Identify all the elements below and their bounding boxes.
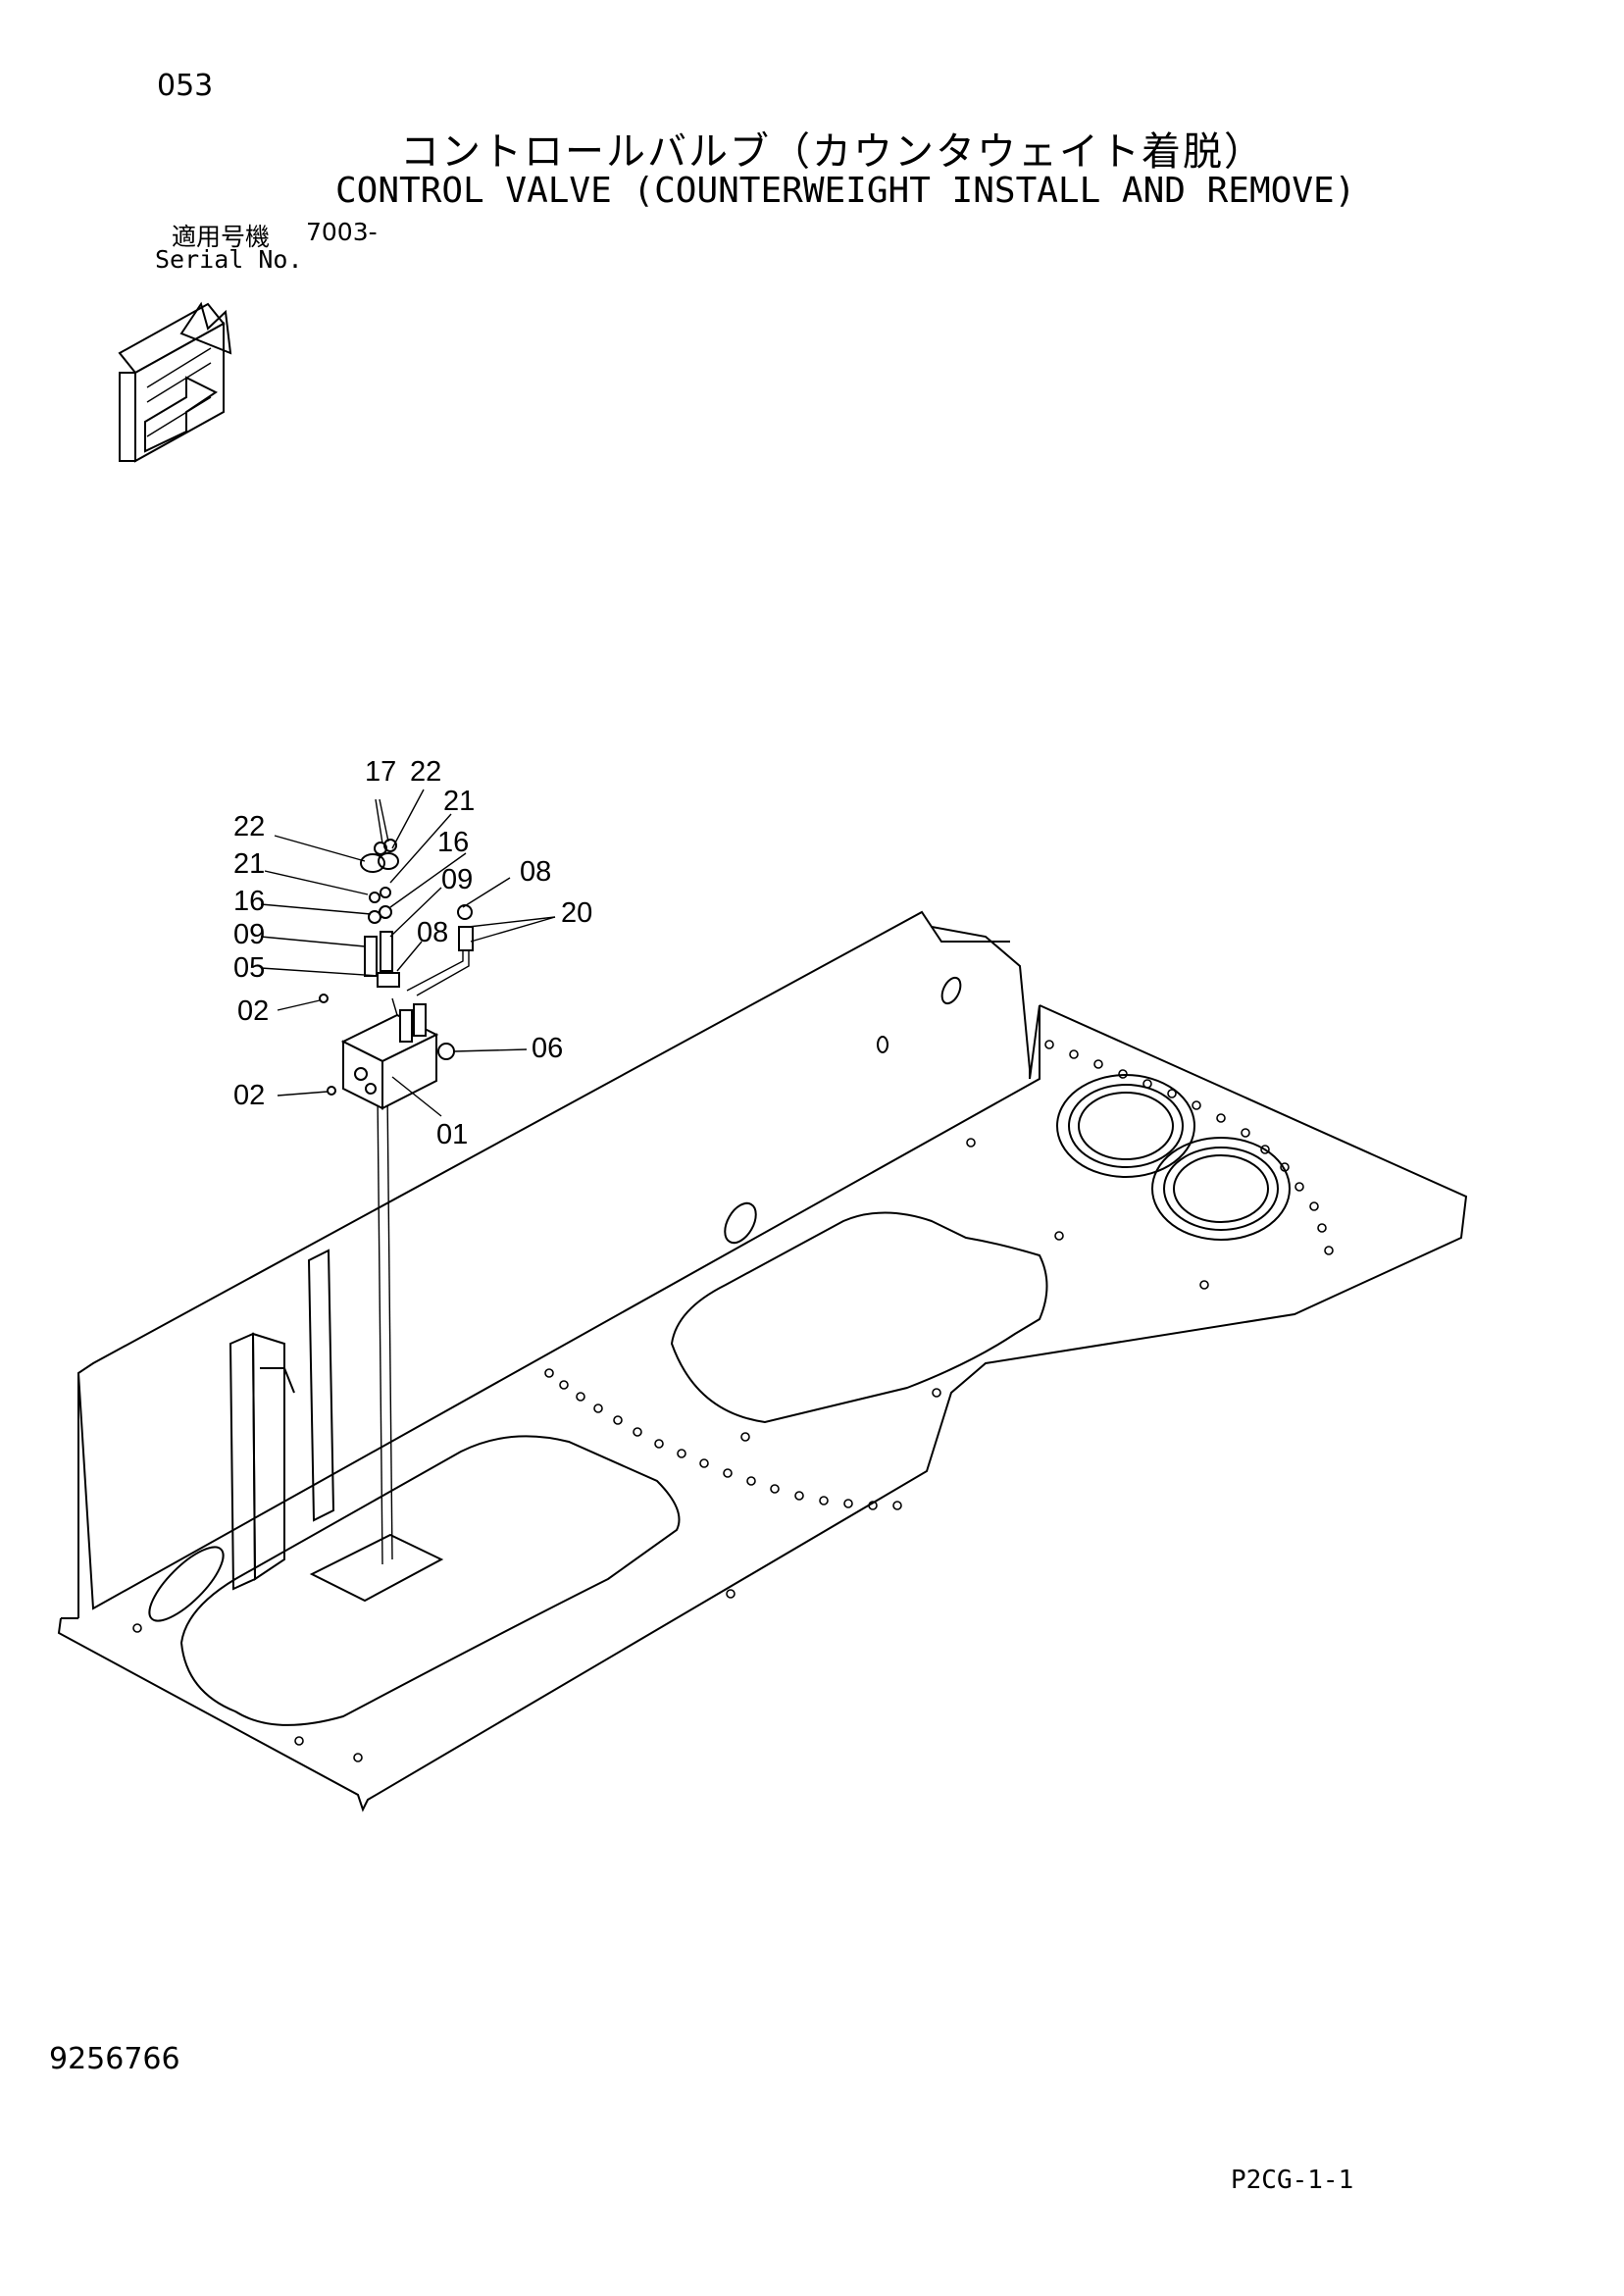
callout-09-left: 09 [233,919,265,950]
callout-22-left: 22 [233,811,265,842]
callout-leaders [260,789,556,1117]
callout-01: 01 [436,1119,468,1150]
serial-label-japanese: 適用号機 [172,223,271,251]
callout-17: 17 [365,756,396,788]
callout-02-lower: 02 [233,1080,265,1111]
main-frame [57,910,1468,1812]
callout-08-right: 08 [520,856,551,888]
callout-06: 06 [532,1033,563,1064]
page-number: 053 [157,69,214,103]
title-english: CONTROL VALVE (COUNTERWEIGHT INSTALL AND… [335,171,1356,211]
serial-value: 7003- [306,218,378,246]
callout-09-right: 09 [441,864,473,895]
serial-label-english: Serial No. [155,245,303,274]
title-japanese: コントロールバルブ（カウンタウェイト着脱） [400,129,1265,175]
front-direction-arrows-icon [118,301,232,463]
callout-05: 05 [233,952,265,984]
page-code: P2CG-1-1 [1231,2166,1354,2195]
callout-02-upper: 02 [237,995,269,1027]
callout-22-top: 22 [410,756,441,788]
callout-08-center: 08 [417,917,448,948]
callout-21-left: 21 [233,848,265,880]
callout-20: 20 [561,897,592,929]
callout-16-left: 16 [233,886,265,917]
callout-21-top: 21 [443,786,475,817]
callout-labels: 17 22 21 16 08 22 21 16 09 09 20 05 08 0… [233,756,592,1150]
callout-16-top: 16 [437,827,469,858]
control-valve-assembly [319,839,474,1565]
document-number: 9256766 [49,2042,180,2076]
